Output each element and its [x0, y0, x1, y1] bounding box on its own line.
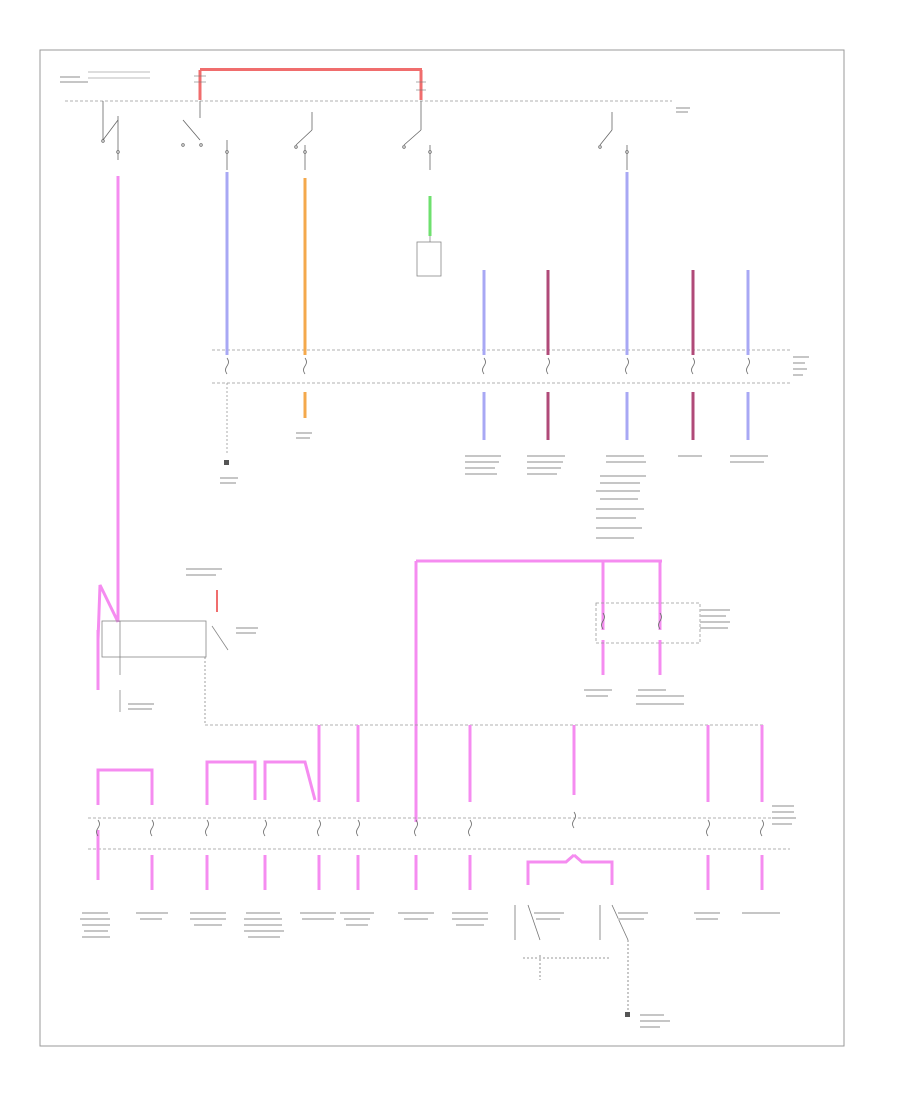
diagram-frame [39, 49, 845, 1047]
fuse-block-lower-boundary [88, 817, 790, 850]
battery-feed [88, 68, 426, 100]
lower-fuses [96, 612, 764, 837]
ground-symbol [224, 460, 229, 465]
unreadable-label-marks [60, 76, 809, 1028]
relay-component-green [416, 236, 442, 277]
lower-pink-drops [96, 725, 764, 890]
upper-fuses [225, 357, 750, 375]
fuse-block-upper-boundary [212, 349, 790, 384]
fuse-block-middle-boundary [595, 602, 701, 644]
bottom-switch-pair [514, 904, 629, 1010]
pink-main-feed-left [96, 176, 120, 690]
ignition-switch-contacts [101, 101, 629, 170]
lower-relay-box [101, 620, 229, 725]
pink-main-feed-right [414, 559, 662, 822]
